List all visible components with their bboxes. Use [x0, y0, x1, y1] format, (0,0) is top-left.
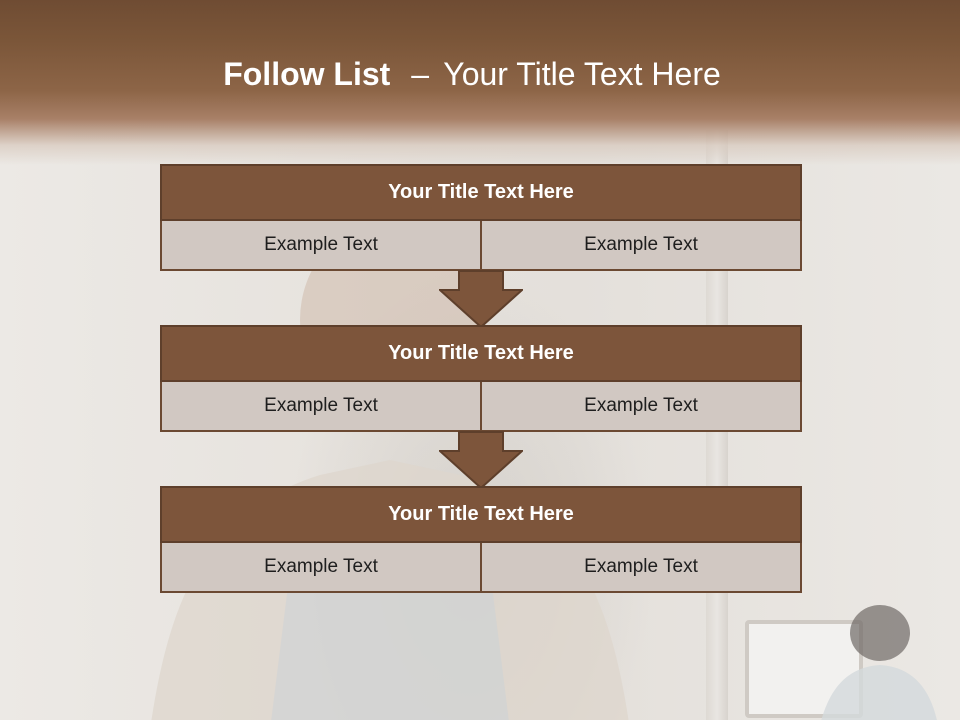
block-cell-left: Example Text [160, 382, 482, 432]
block-title: Your Title Text Here [160, 164, 802, 221]
block-row: Example Text Example Text [160, 221, 802, 271]
list-block-1: Your Title Text Here Example Text Exampl… [160, 164, 802, 271]
down-arrow-icon [439, 270, 523, 328]
list-block-3: Your Title Text Here Example Text Exampl… [160, 486, 802, 593]
block-cell-right: Example Text [482, 382, 802, 432]
background-person-small [821, 605, 937, 720]
slide-title: Follow List – Your Title Text Here [0, 56, 944, 93]
block-title: Your Title Text Here [160, 486, 802, 543]
title-rest: Your Title Text Here [443, 56, 721, 92]
block-cell-right: Example Text [482, 543, 802, 593]
header-band [0, 0, 960, 165]
block-cell-right: Example Text [482, 221, 802, 271]
block-title: Your Title Text Here [160, 325, 802, 382]
block-row: Example Text Example Text [160, 543, 802, 593]
block-row: Example Text Example Text [160, 382, 802, 432]
block-cell-left: Example Text [160, 543, 482, 593]
down-arrow-icon [439, 431, 523, 489]
list-block-2: Your Title Text Here Example Text Exampl… [160, 325, 802, 432]
block-cell-left: Example Text [160, 221, 482, 271]
title-dash: – [411, 56, 429, 92]
title-bold: Follow List [223, 56, 391, 92]
